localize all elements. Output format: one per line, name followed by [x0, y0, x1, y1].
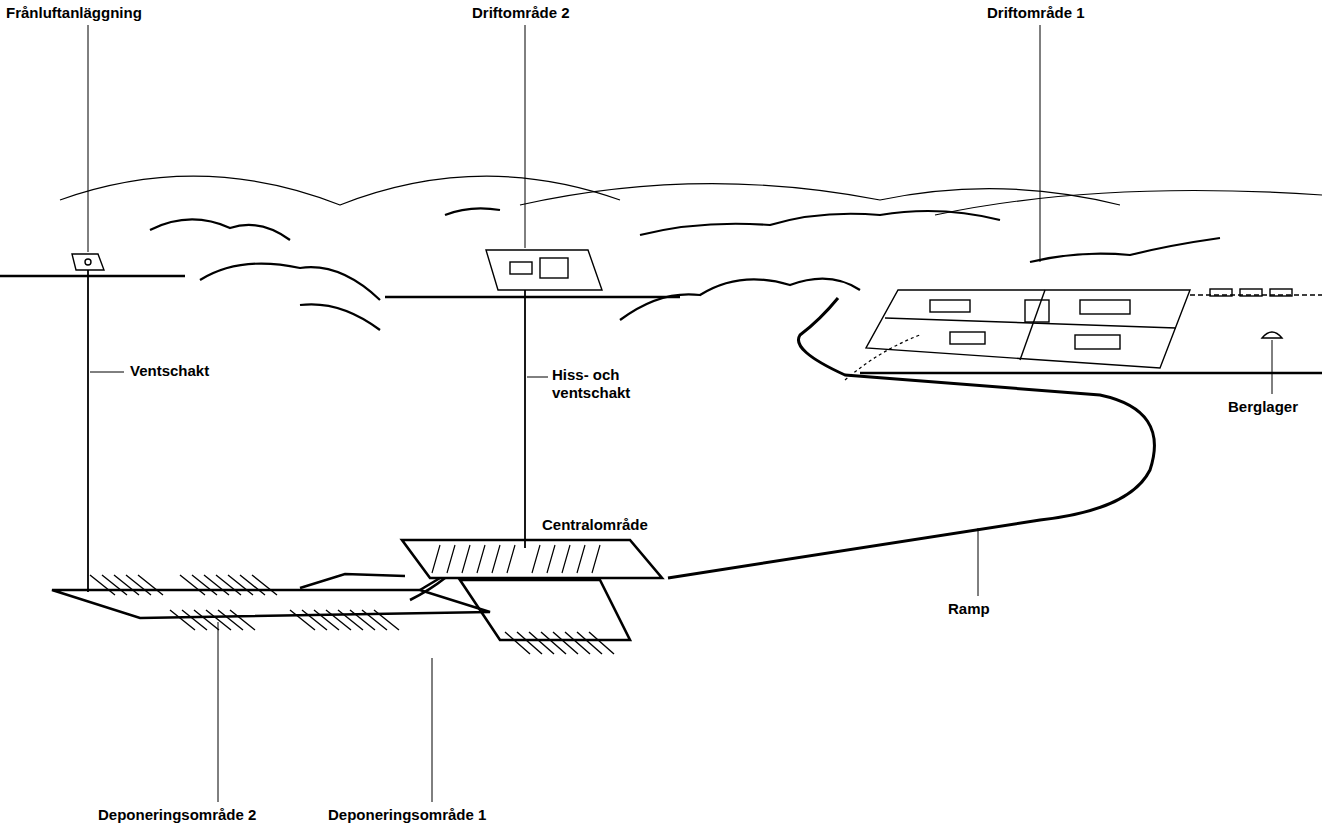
- building: [1075, 335, 1120, 349]
- ramp-dotted: [845, 335, 920, 380]
- deposition-tunnels: [505, 632, 614, 654]
- shafts: [88, 270, 525, 592]
- part-label: Ventschakt: [128, 362, 211, 380]
- leader-line: [978, 528, 979, 596]
- building: [540, 258, 568, 278]
- vegetation: [1030, 238, 1220, 262]
- hill-line: [520, 184, 1120, 205]
- part-label: Deponeringsområde 1: [326, 806, 488, 824]
- part-label: Berglager: [1226, 398, 1300, 416]
- rock-store: [1262, 332, 1282, 338]
- leader-line: [432, 658, 433, 802]
- deposition-tunnels: [90, 575, 277, 595]
- vegetation: [445, 208, 500, 215]
- building: [930, 300, 970, 312]
- leader-line: [525, 25, 526, 248]
- part-label: Hiss- och ventschakt: [550, 366, 646, 402]
- part-label: Driftområde 2: [470, 4, 572, 22]
- part-label: Driftområde 1: [985, 4, 1087, 22]
- deposition-tunnels: [170, 610, 399, 630]
- vegetation: [640, 211, 1000, 235]
- ground-line: [0, 275, 185, 277]
- central-hatching: [432, 545, 600, 573]
- leader-line: [88, 25, 89, 252]
- vegetation: [150, 219, 290, 240]
- leader-lines: [88, 25, 1272, 802]
- building: [950, 332, 985, 344]
- road: [885, 318, 1176, 328]
- plant-detail: [85, 259, 91, 265]
- vent-shaft: [87, 270, 89, 592]
- vegetation: [200, 264, 380, 300]
- part-label: Centralområde: [540, 516, 650, 534]
- hill-line: [935, 191, 1322, 216]
- ground-line: [860, 372, 1322, 374]
- building: [1080, 300, 1130, 314]
- vegetation: [300, 304, 380, 330]
- ground-line: [385, 296, 680, 298]
- exhaust-air-plant: [72, 254, 104, 270]
- rail-car: [1210, 289, 1232, 296]
- part-label: Ramp: [946, 600, 992, 618]
- ramp: [668, 298, 1154, 578]
- operations-area-1: [866, 290, 1190, 368]
- rail-car: [1240, 289, 1262, 296]
- leader-line: [218, 622, 219, 802]
- hill-line: [60, 176, 620, 205]
- leader-line: [527, 377, 548, 378]
- deposition-area-2-loop: [52, 590, 490, 618]
- leader-line: [1272, 340, 1273, 394]
- ground-lines: [0, 276, 1322, 373]
- building: [510, 262, 532, 274]
- deposition-area-1-loop: [460, 580, 630, 640]
- tunnel-system: [52, 540, 662, 654]
- part-label: Deponeringsområde 2: [96, 806, 258, 824]
- leader-line: [1040, 25, 1041, 262]
- part-label: Frånluftanläggning: [4, 4, 144, 22]
- surface-facilities: [72, 250, 1322, 368]
- operations-area-2: [486, 250, 602, 290]
- connecting-tunnel: [300, 574, 445, 600]
- ramp-tunnel: [668, 298, 1154, 578]
- lift-shaft: [524, 290, 526, 548]
- building: [1025, 300, 1049, 322]
- central-area: [402, 540, 662, 578]
- leader-line: [90, 372, 124, 373]
- rail-car: [1270, 289, 1292, 296]
